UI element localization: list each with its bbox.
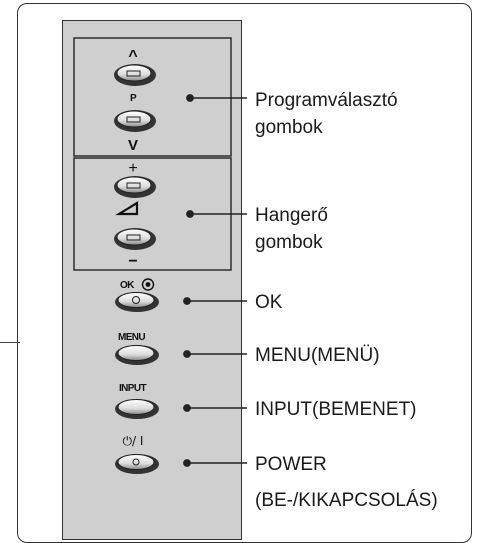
input-leader-dot [183, 404, 191, 412]
power-leader-dot [183, 459, 191, 467]
program-up-arrow-icon: ^ [128, 48, 137, 65]
menu-leader-dot [183, 350, 191, 358]
volume-leader-dot [186, 210, 194, 218]
frame-edge-tick [0, 342, 20, 344]
volume-callout-line2: gombok [255, 232, 323, 253]
program-down-arrow-icon: V [128, 137, 138, 154]
volume-wedge-icon [115, 201, 139, 216]
input-callout: INPUT(BEMENET) [255, 399, 417, 420]
menu-button[interactable] [115, 345, 159, 365]
power-button[interactable] [115, 454, 159, 474]
program-callout-line2: gombok [255, 117, 323, 138]
program-down-button[interactable] [114, 110, 156, 132]
volume-up-button[interactable] [114, 176, 156, 198]
ok-button[interactable] [115, 292, 159, 312]
ok-target-icon [141, 278, 155, 291]
program-group-box [73, 37, 232, 157]
power-callout-line2: (BE-/KIKAPCSOLÁS) [255, 490, 438, 511]
program-up-button[interactable] [114, 64, 156, 86]
ok-leader-dot [183, 297, 191, 305]
volume-minus-icon: − [128, 253, 137, 270]
ok-button-label: OK [120, 280, 135, 291]
input-button-label: INPUT [119, 383, 146, 394]
power-callout-line1: POWER [255, 454, 327, 475]
volume-callout-line1: Hangerő [255, 205, 328, 226]
program-leader-dot [186, 94, 194, 102]
program-p-label: P [130, 93, 137, 104]
program-callout-line1: Programválasztó [255, 90, 398, 111]
ok-callout: OK [255, 292, 283, 313]
input-button[interactable] [115, 399, 159, 419]
volume-down-button[interactable] [114, 228, 156, 250]
menu-callout: MENU(MENÜ) [255, 345, 380, 366]
power-icon: ⏻/ I [123, 434, 144, 448]
volume-plus-icon: + [128, 160, 137, 177]
menu-button-label: MENU [118, 332, 145, 343]
